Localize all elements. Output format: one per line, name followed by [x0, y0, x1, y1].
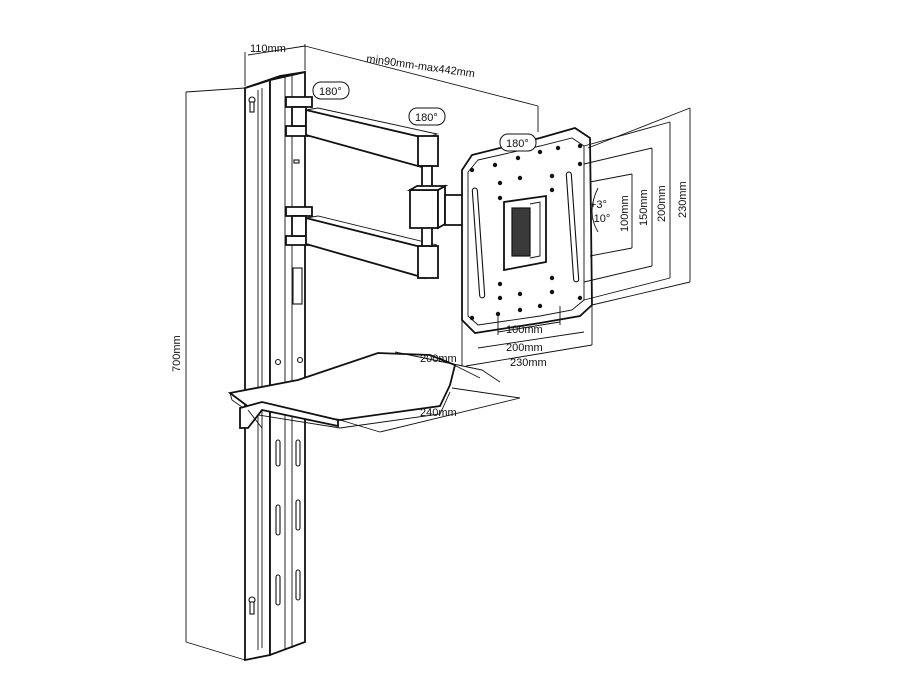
rotation-badge-elbow: 180° — [408, 107, 446, 126]
vesa-v-200-label: 200mm — [656, 185, 668, 222]
rotation-badge-plate: 180° — [499, 133, 537, 152]
tilt-up-label: +3° — [590, 199, 607, 211]
vesa-h-100-label: 100mm — [506, 324, 543, 336]
keyhole-slot — [248, 596, 256, 615]
tilt-down-label: -10° — [590, 213, 610, 225]
rotation-label: 180° — [415, 112, 438, 124]
vesa-v-230-label: 230mm — [677, 181, 689, 218]
shelf-depth-label: 240mm — [420, 407, 457, 419]
vesa-plate — [461, 127, 593, 334]
vesa-v-150-label: 150mm — [638, 189, 650, 226]
depth-label: 110mm — [250, 43, 286, 55]
wall-column — [244, 70, 306, 662]
shelf — [227, 352, 457, 429]
vertical-slots — [274, 356, 304, 606]
vesa-hole-pattern — [469, 143, 583, 321]
vesa-h-230-label: 230mm — [510, 357, 547, 369]
side-slot — [293, 159, 300, 164]
height-label: 700mm — [171, 335, 183, 372]
shelf-width-label: 200mm — [420, 353, 457, 365]
dimension-lines — [185, 44, 691, 661]
swing-arm — [285, 96, 471, 280]
rotation-label: 180° — [319, 86, 342, 98]
vesa-v-100-label: 100mm — [619, 195, 631, 232]
side-window — [292, 267, 303, 305]
rotation-badge-wall: 180° — [312, 81, 350, 100]
vesa-h-200-label: 200mm — [506, 342, 543, 354]
rotation-label: 180° — [506, 138, 529, 150]
keyhole-slot — [248, 96, 256, 113]
